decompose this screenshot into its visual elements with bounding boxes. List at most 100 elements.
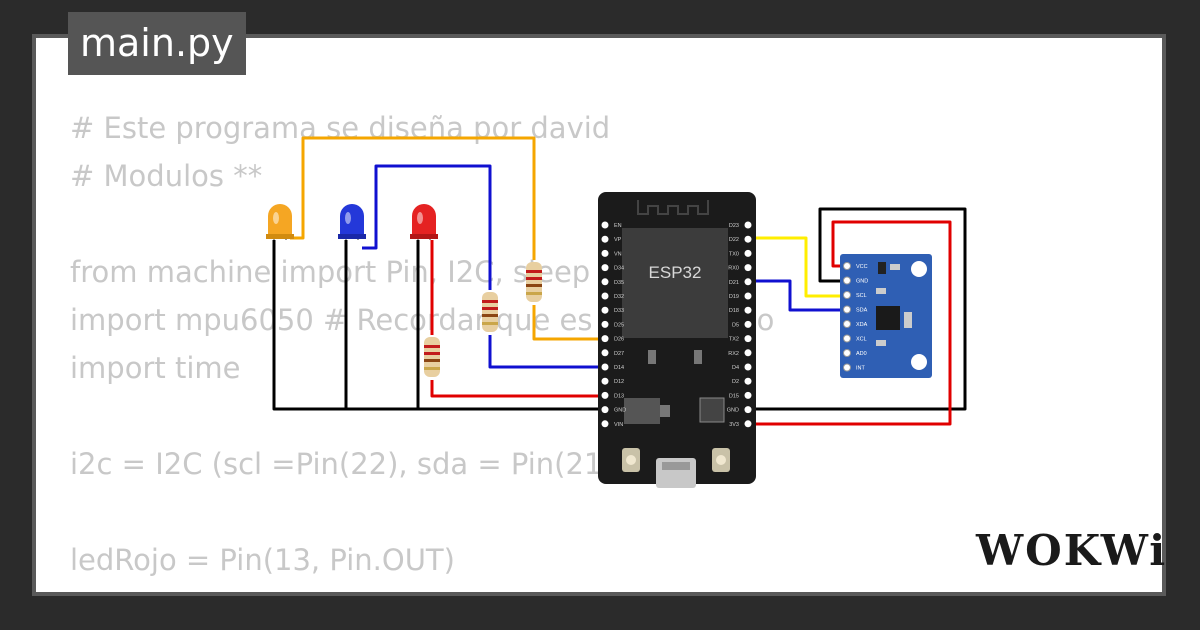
wire-red-vcc bbox=[748, 220, 952, 426]
esp32-right-pin[interactable] bbox=[744, 377, 752, 385]
esp32-left-pin[interactable] bbox=[601, 377, 609, 385]
esp32-left-pin-label: D13 bbox=[614, 393, 624, 399]
wire-black-gnd bbox=[748, 207, 967, 411]
esp32-right-pin-label: D19 bbox=[729, 294, 739, 300]
esp32-right-pin-label: D5 bbox=[732, 322, 739, 328]
esp32-right-pin-label: D18 bbox=[729, 308, 739, 314]
esp32-right-pin[interactable] bbox=[744, 320, 752, 328]
mpu6050-pin[interactable] bbox=[843, 291, 851, 299]
esp32-left-pin[interactable] bbox=[601, 320, 609, 328]
mpu6050-pin-label: AD0 bbox=[856, 351, 867, 357]
esp32-left-pins: ENVPVND34D35D32D33D25D26D27D14D12D13GNDV… bbox=[601, 221, 626, 428]
esp32-right-pin-label: RX2 bbox=[728, 351, 739, 357]
esp32-right-pin[interactable] bbox=[744, 221, 752, 229]
esp32-right-pin[interactable] bbox=[744, 406, 752, 414]
esp32-right-pin-label: RX0 bbox=[728, 266, 739, 272]
wires bbox=[272, 136, 967, 426]
esp32-right-pin[interactable] bbox=[744, 391, 752, 399]
esp32-left-pin[interactable] bbox=[601, 292, 609, 300]
esp32-left-pin-label: VP bbox=[614, 237, 622, 243]
esp32-left-pin[interactable] bbox=[601, 335, 609, 343]
mpu6050-pin-label: XCL bbox=[856, 337, 867, 343]
led-blue bbox=[338, 204, 366, 240]
esp32-right-pin-label: D21 bbox=[729, 280, 739, 286]
file-tab[interactable]: main.py bbox=[68, 12, 246, 75]
resistor-2 bbox=[482, 292, 498, 332]
esp32-right-pin[interactable] bbox=[744, 278, 752, 286]
code-line: # Modulos ** bbox=[70, 159, 263, 193]
esp32-right-pin-label: TX0 bbox=[729, 251, 739, 257]
esp32-left-pin[interactable] bbox=[601, 420, 609, 428]
esp32-left-pin-label: D14 bbox=[614, 365, 624, 371]
esp32-left-pin-label: D32 bbox=[614, 294, 624, 300]
mpu6050-pin-label: INT bbox=[856, 366, 866, 372]
esp32-right-pin[interactable] bbox=[744, 306, 752, 314]
esp32-left-pin-label: VN bbox=[614, 251, 622, 257]
wire-red-d13 bbox=[430, 380, 605, 398]
resistor-3 bbox=[424, 337, 440, 377]
esp32-left-pin[interactable] bbox=[601, 306, 609, 314]
esp32-right-pin-label: D15 bbox=[729, 393, 739, 399]
code-line: import time bbox=[70, 351, 241, 385]
esp32-left-pin[interactable] bbox=[601, 349, 609, 357]
mpu6050-pin[interactable] bbox=[843, 363, 851, 372]
wire-orange-d26 bbox=[532, 305, 605, 341]
mpu6050-pin[interactable] bbox=[843, 305, 851, 314]
esp32-left-pin-label: GND bbox=[614, 408, 626, 414]
esp32-left-pin[interactable] bbox=[601, 221, 609, 229]
esp32-left-pin-label: D34 bbox=[614, 266, 624, 272]
esp32-right-pin[interactable] bbox=[744, 335, 752, 343]
esp32-right-pin-label: 3V3 bbox=[729, 422, 739, 428]
esp32-left-pin[interactable] bbox=[601, 235, 609, 243]
wire-blue-sda bbox=[748, 279, 846, 312]
wire-yellow-scl bbox=[748, 236, 846, 298]
code-line: ledRojo = Pin(13, Pin.OUT) bbox=[70, 543, 455, 577]
esp32-left-pin-label: VIN bbox=[614, 422, 623, 428]
mpu6050-pin-label: XDA bbox=[856, 322, 868, 328]
mpu6050-pin[interactable] bbox=[843, 349, 851, 357]
esp32-left-pin[interactable] bbox=[601, 278, 609, 286]
esp32-left-pin-label: D26 bbox=[614, 337, 624, 343]
esp32-left-pin[interactable] bbox=[601, 249, 609, 257]
esp32-left-pin[interactable] bbox=[601, 363, 609, 371]
wokwi-logo: WOKWi bbox=[976, 526, 1168, 575]
code-line: # Este programa se diseña por david bbox=[70, 111, 611, 145]
led-yellow bbox=[266, 204, 294, 240]
wire-orange-top bbox=[290, 136, 536, 260]
resistor-1 bbox=[526, 262, 542, 302]
mpu6050-pin-label: GND bbox=[856, 279, 868, 285]
esp32-right-pin-label: D4 bbox=[732, 365, 739, 371]
esp32-right-pin[interactable] bbox=[744, 363, 752, 371]
wire-blue-top bbox=[362, 164, 492, 290]
mpu6050-pin-label: SCL bbox=[856, 293, 867, 299]
mpu6050-pin[interactable] bbox=[843, 262, 851, 270]
esp32-right-pin-label: D23 bbox=[729, 223, 739, 229]
mpu6050-pin[interactable] bbox=[843, 276, 851, 285]
esp32-left-pin-label: D33 bbox=[614, 308, 624, 314]
esp32-left-pin[interactable] bbox=[601, 264, 609, 272]
esp32-left-pin-label: D27 bbox=[614, 351, 624, 357]
esp32-right-pin[interactable] bbox=[744, 292, 752, 300]
esp32-right-pin[interactable] bbox=[744, 349, 752, 357]
esp32-left-pin-label: D12 bbox=[614, 379, 624, 385]
esp32-right-pin[interactable] bbox=[744, 235, 752, 243]
code-line: from machine import Pin, I2C, sleep bbox=[70, 255, 591, 289]
mpu6050-pin[interactable] bbox=[843, 334, 851, 343]
esp32-left-pin-label: D25 bbox=[614, 322, 624, 328]
esp32-right-pin[interactable] bbox=[744, 420, 752, 428]
wire-gnd-leds bbox=[272, 240, 605, 411]
esp32-right-pin[interactable] bbox=[744, 249, 752, 257]
esp32-right-pin[interactable] bbox=[744, 264, 752, 272]
esp32-right-pin-label: D2 bbox=[732, 379, 739, 385]
mpu6050-pin[interactable] bbox=[843, 320, 851, 328]
esp32-left-pin-label: EN bbox=[614, 223, 622, 229]
esp32-right-pin-label: D22 bbox=[729, 237, 739, 243]
code-line: i2c = I2C (scl =Pin(22), sda = Pin(21)) bbox=[70, 447, 626, 481]
esp32-left-pin[interactable] bbox=[601, 406, 609, 414]
esp32-left-pin[interactable] bbox=[601, 391, 609, 399]
esp32-right-pins: D23D22TX0RX0D21D19D18D5TX2RX2D4D2D15GND3… bbox=[727, 221, 752, 428]
mpu6050-pin-label: VCC bbox=[856, 264, 868, 270]
